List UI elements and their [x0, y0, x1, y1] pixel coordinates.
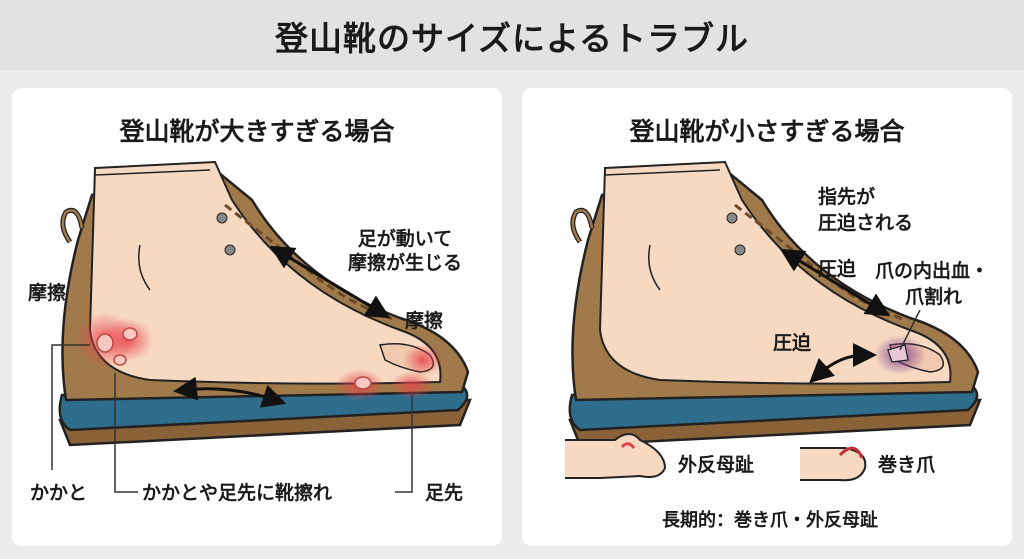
label-toes-pressed-2: 圧迫される	[818, 212, 914, 234]
label-pressure-bottom: 圧迫	[773, 332, 812, 354]
label-shoe-sores: かかとや足先に靴擦れ	[142, 482, 333, 504]
hallux-valgus-illustration	[565, 433, 667, 479]
pressure-arrow	[779, 248, 891, 317]
label-nail-damage-1: 爪の内出血・	[875, 260, 990, 282]
boot-too-small	[570, 162, 980, 445]
label-hallux-valgus: 外反母趾	[678, 454, 755, 476]
label-heel: かかと	[30, 482, 88, 504]
panel-title-too-small: 登山靴が小さすぎる場合	[629, 117, 905, 146]
page-title: 登山靴のサイズによるトラブル	[274, 19, 750, 58]
label-long-term: 長期的：巻き爪・外反母趾	[662, 510, 878, 531]
label-nail-damage-2: 爪割れ	[905, 286, 963, 308]
blister	[113, 354, 127, 366]
label-toes-pressed-1: 指先が	[818, 186, 876, 208]
label-pressure-top: 圧迫	[818, 258, 857, 280]
blister	[122, 327, 138, 341]
label-friction-heel: 摩擦	[28, 282, 67, 304]
label-toe: 足先	[425, 482, 464, 504]
slide-arrow	[173, 376, 287, 408]
label-foot-moves-2: 摩擦が生じる	[347, 252, 462, 274]
boot-too-large	[51, 162, 470, 493]
label-friction-toe: 摩擦	[405, 310, 444, 332]
blister	[354, 376, 372, 390]
label-foot-moves-1: 足が動いて	[357, 228, 453, 250]
movement-arrow	[269, 245, 391, 319]
label-ingrown-nail: 巻き爪	[878, 454, 936, 476]
ingrown-nail-illustration	[800, 446, 867, 482]
damaged-nail	[887, 344, 909, 363]
blister	[96, 333, 114, 353]
title-band	[0, 0, 1024, 70]
panel-title-too-large: 登山靴が大きすぎる場合	[119, 117, 395, 146]
pressure-arrow	[809, 343, 877, 384]
